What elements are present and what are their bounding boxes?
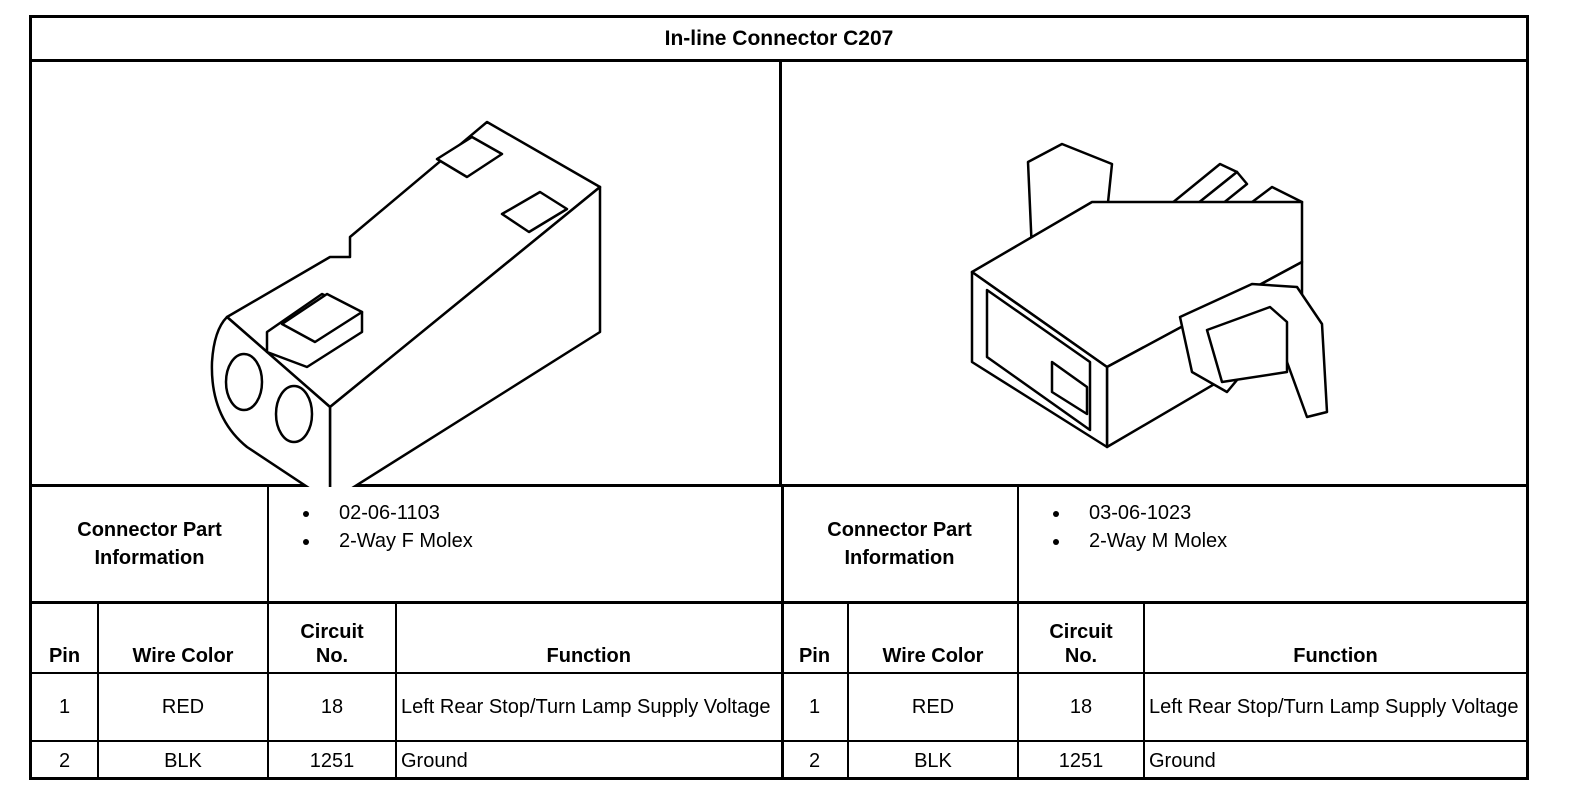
circuit-no-cell: 18 [1017, 672, 1145, 742]
header-pin: Pin [782, 601, 849, 674]
header-circuit-no-text: Circuit No. [1049, 621, 1113, 667]
pin-cell: 1 [32, 672, 99, 742]
sheet-title: In-line Connector C207 [32, 18, 1526, 62]
table-row: 1 RED 18 Left Rear Stop/Turn Lamp Supply… [32, 672, 784, 742]
part-info-label: Connector Part Information [32, 487, 269, 604]
male-connector-illustration [970, 142, 1329, 449]
header-wire-color: Wire Color [847, 601, 1019, 674]
table-row: 2 BLK 1251 Ground [32, 740, 784, 780]
function-cell: Left Rear Stop/Turn Lamp Supply Voltage [1142, 672, 1527, 742]
table-row: 1 RED 18 Left Rear Stop/Turn Lamp Supply… [782, 672, 1527, 742]
circuit-no-cell: 18 [267, 672, 397, 742]
header-function: Function [1142, 601, 1527, 674]
part-description: 2-Way F Molex [321, 527, 781, 555]
pin-cell: 2 [782, 740, 849, 780]
right-connector-table: Connector Part Information 03-06-1023 2-… [782, 487, 1527, 780]
wire-color-cell: RED [847, 672, 1019, 742]
part-info-list: 03-06-1023 2-Way M Molex [1016, 487, 1527, 604]
wire-color-cell: BLK [97, 740, 269, 780]
part-info-label: Connector Part Information [782, 487, 1019, 604]
part-info-label-text: Connector Part Information [77, 519, 222, 569]
part-info-list: 02-06-1103 2-Way F Molex [266, 487, 784, 604]
header-circuit-no-text: Circuit No. [300, 621, 364, 667]
connector-illustrations [32, 62, 1526, 487]
header-circuit-no: Circuit No. [267, 601, 397, 674]
function-cell: Ground [1142, 740, 1527, 780]
pin-cell: 2 [32, 740, 99, 780]
header-function: Function [394, 601, 784, 674]
connector-sheet: In-line Connector C207 [29, 15, 1529, 780]
circuit-no-cell: 1251 [1017, 740, 1145, 780]
part-number: 02-06-1103 [321, 499, 781, 527]
header-wire-color: Wire Color [97, 601, 269, 674]
part-number: 03-06-1023 [1071, 499, 1526, 527]
function-cell: Left Rear Stop/Turn Lamp Supply Voltage [394, 672, 784, 742]
wire-color-cell: RED [97, 672, 269, 742]
function-cell: Ground [394, 740, 784, 780]
pin-cell: 1 [782, 672, 849, 742]
left-connector-table: Connector Part Information 02-06-1103 2-… [32, 487, 784, 780]
female-connector-panel [32, 62, 782, 487]
wire-color-cell: BLK [847, 740, 1019, 780]
part-info-label-text: Connector Part Information [827, 519, 972, 569]
header-circuit-no: Circuit No. [1017, 601, 1145, 674]
male-connector-panel [782, 62, 1526, 484]
female-connector-illustration [210, 120, 602, 487]
part-description: 2-Way M Molex [1071, 527, 1526, 555]
table-row: 2 BLK 1251 Ground [782, 740, 1527, 780]
header-pin: Pin [32, 601, 99, 674]
circuit-no-cell: 1251 [267, 740, 397, 780]
